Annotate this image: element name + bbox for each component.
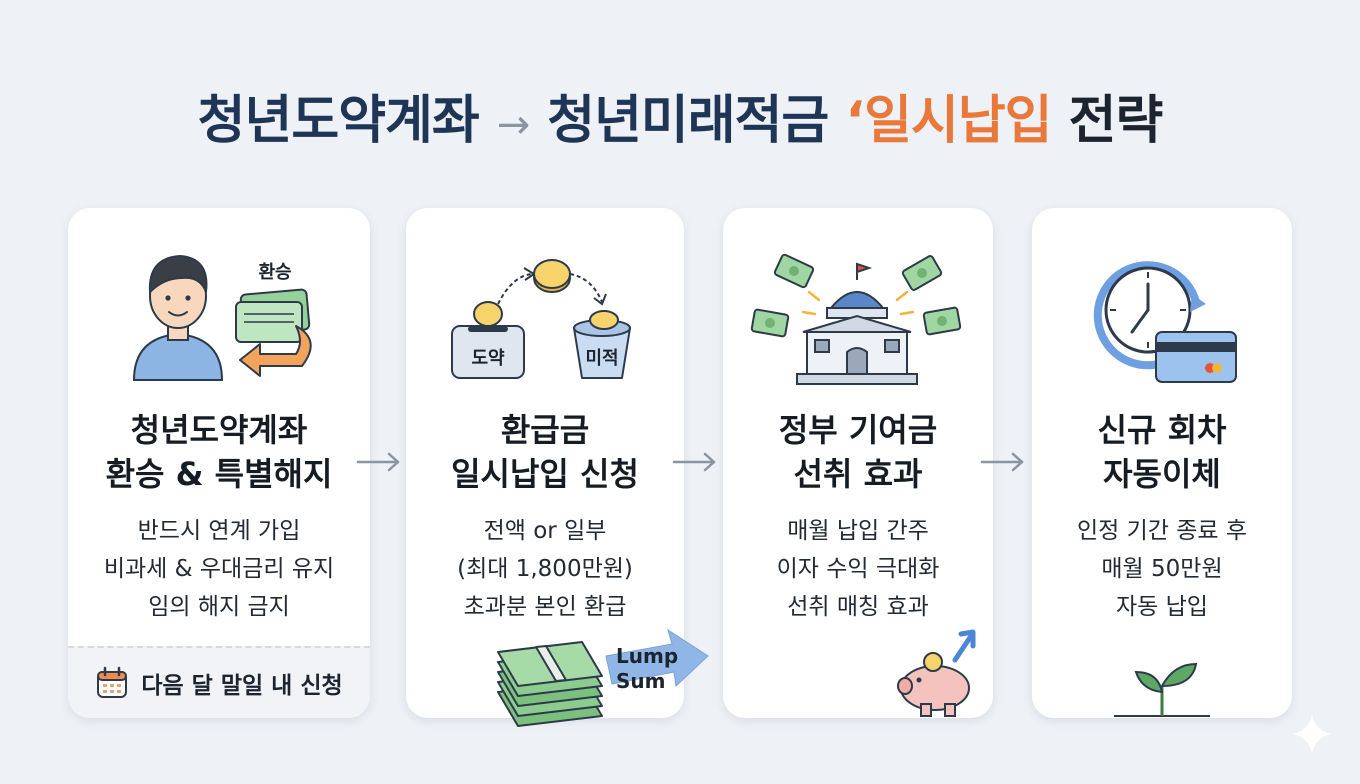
- lump-sum-label: Lump Sum: [616, 644, 679, 693]
- money-stack-icon: [497, 628, 709, 727]
- credit-card-icon: [1155, 331, 1237, 383]
- deadline-footer: 다음 달 말일 내 신청: [68, 646, 370, 718]
- money-bill-icon: [901, 255, 943, 291]
- piggy-box-icon: 도약: [451, 301, 525, 379]
- step-card-government-contribution: 정부 기여금 선취 효과 매월 납입 간주 이자 수익 극대화 선취 매칭 효과: [723, 208, 993, 718]
- coin-transfer-illustration: 도약 미적: [451, 259, 631, 379]
- step-card-transfer: 환승 청년도약계좌 환승 & 특별해지 반드시 연계 가입 비과세 & 우대금리…: [68, 208, 370, 718]
- step-card-auto-transfer: 신규 회차 자동이체 인정 기간 종료 후 매월 50만원 자동 납입: [1032, 208, 1292, 718]
- person-transfer-illustration: 환승: [132, 254, 312, 381]
- calendar-icon: [97, 666, 128, 698]
- piggy-bank-icon: [897, 629, 976, 717]
- flow-arrow-icon: [356, 452, 400, 472]
- clock-card-illustration: [1093, 261, 1237, 383]
- bucket-icon: 미적: [573, 310, 631, 379]
- card-description: 전액 or 일부 (최대 1,800만원) 초과분 본인 환급: [457, 518, 633, 620]
- card-heading: 청년도약계좌 환승 & 특별해지: [105, 411, 333, 493]
- step-card-lump-sum: 도약 미적 환급금 일시납입 신청 전액 or 일부 (최대 1,800만원) …: [406, 208, 684, 718]
- title-highlight: ‘일시납입: [845, 91, 1052, 151]
- flow-arrow-icon: [980, 452, 1024, 472]
- deadline-text: 다음 달 말일 내 신청: [141, 673, 343, 699]
- curved-arrow-icon: [497, 273, 533, 305]
- card-description: 매월 납입 간주 이자 수익 극대화 선취 매칭 효과: [776, 518, 940, 620]
- title-from: 청년도약계좌: [197, 91, 480, 151]
- money-bill-icon: [922, 306, 962, 336]
- card-heading: 환급금 일시납입 신청: [451, 411, 639, 493]
- card-heading: 신규 회차 자동이체: [1097, 411, 1227, 493]
- page-title: 청년도약계좌 → 청년미래적금 ‘일시납입 전략: [0, 78, 1360, 153]
- sparkle-icon: [1292, 714, 1332, 754]
- money-bill-icon: [750, 308, 790, 338]
- flow-arrow-icon: [672, 452, 716, 472]
- card-heading: 정부 기여금 선취 효과: [778, 411, 938, 493]
- lump-sum-arrow-icon: [605, 628, 709, 688]
- card-description: 인정 기간 종료 후 매월 50만원 자동 납입: [1076, 518, 1248, 620]
- transfer-label: 환승: [258, 261, 291, 283]
- coin-icon: [533, 259, 571, 293]
- box-label-right: 미적: [585, 348, 618, 369]
- person-icon: [132, 254, 224, 381]
- title-arrow: →: [496, 102, 531, 148]
- money-bill-icon: [235, 288, 311, 343]
- box-label-left: 도약: [471, 347, 505, 369]
- card-description: 반드시 연계 가입 비과세 & 우대금리 유지 임의 해지 금지: [103, 518, 335, 620]
- curved-arrow-icon: [569, 273, 603, 303]
- government-building-icon: [796, 262, 918, 385]
- government-building-illustration: [750, 253, 962, 385]
- title-to: 청년미래적금: [547, 91, 829, 151]
- money-bill-icon: [773, 253, 815, 289]
- title-strategy: 전략: [1068, 91, 1164, 151]
- sprout-icon: [1114, 662, 1210, 717]
- transfer-arrow-icon: [239, 325, 312, 377]
